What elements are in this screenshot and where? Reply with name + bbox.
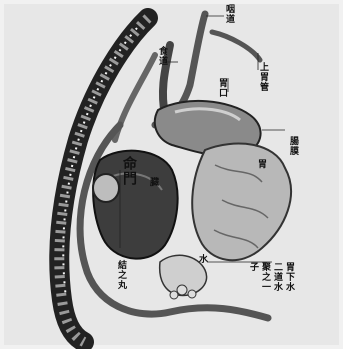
label-throat: 咽道: [224, 4, 234, 24]
label-stomach-mouth: 胃口: [217, 78, 227, 98]
label-upper-stomach-mouth: 上胃管: [258, 62, 268, 92]
label-side-note-a: 臓: [150, 178, 159, 188]
label-lower-left-note: 結之丸: [116, 260, 126, 290]
label-right-note-col3: 聚之一: [260, 262, 270, 292]
label-side-note-b: 胃: [258, 160, 267, 170]
small-organ: [93, 174, 119, 202]
label-right-note-col2: 二道水: [272, 262, 282, 292]
label-intestine: 腸膜: [288, 136, 298, 156]
label-vital-gate: 命門: [121, 156, 136, 186]
label-food-pipe: 食道: [157, 46, 167, 66]
label-right-note-col4: 子: [248, 262, 258, 272]
label-right-note-col1: 胃下水: [284, 262, 294, 292]
label-bottom-tag: 水: [199, 255, 208, 265]
